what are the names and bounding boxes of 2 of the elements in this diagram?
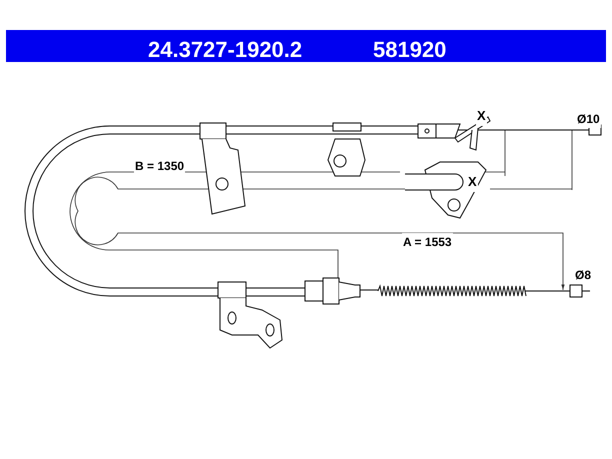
part-number: 581920 (372, 36, 448, 64)
part-number: 24.3727-1920.2 (148, 36, 302, 64)
